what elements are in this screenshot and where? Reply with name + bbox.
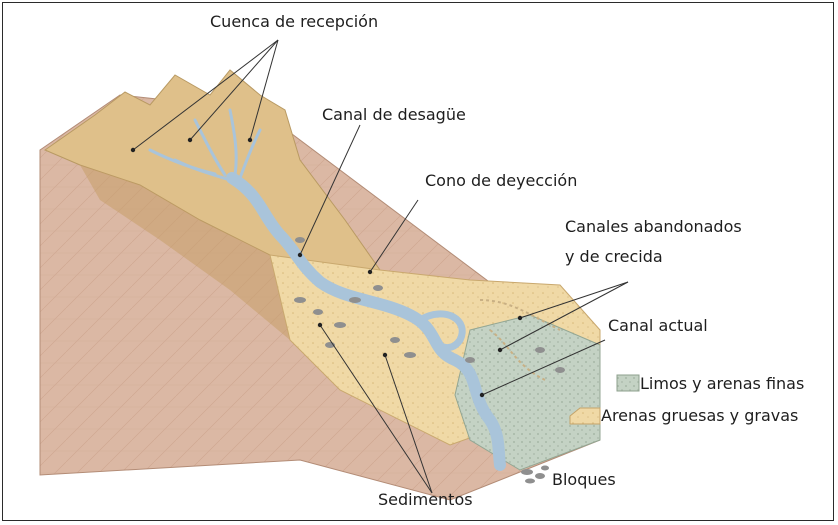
legend-label-silt: Limos y arenas finas	[640, 374, 804, 393]
label-canal-actual: Canal actual	[608, 316, 708, 335]
label-cono: Cono de deyección	[425, 171, 577, 190]
label-canales-abandonados-1: Canales abandonados	[565, 217, 742, 236]
main-river-channel	[226, 172, 506, 471]
abandoned-channels	[479, 299, 561, 381]
mountain-ridge-shade	[80, 165, 330, 345]
legend-label-boulders: Bloques	[552, 470, 616, 489]
label-canal-desague: Canal de desagüe	[322, 105, 466, 124]
legend-swatch-silt	[616, 374, 640, 392]
label-canales-abandonados-2: y de crecida	[565, 247, 663, 266]
legend-label-sand: Arenas gruesas y gravas	[601, 406, 798, 425]
legend-swatch-boulders	[521, 465, 549, 484]
legend-swatch-sand	[569, 407, 601, 425]
legend: Limos y arenas finas Arenas gruesas y gr…	[521, 374, 804, 489]
label-sedimentos: Sedimentos	[378, 490, 473, 509]
boulders	[294, 237, 565, 373]
leader-dots	[130, 137, 523, 398]
meander-loop	[418, 310, 466, 352]
leader-lines	[132, 39, 629, 494]
label-cuenca: Cuenca de recepción	[210, 12, 378, 31]
